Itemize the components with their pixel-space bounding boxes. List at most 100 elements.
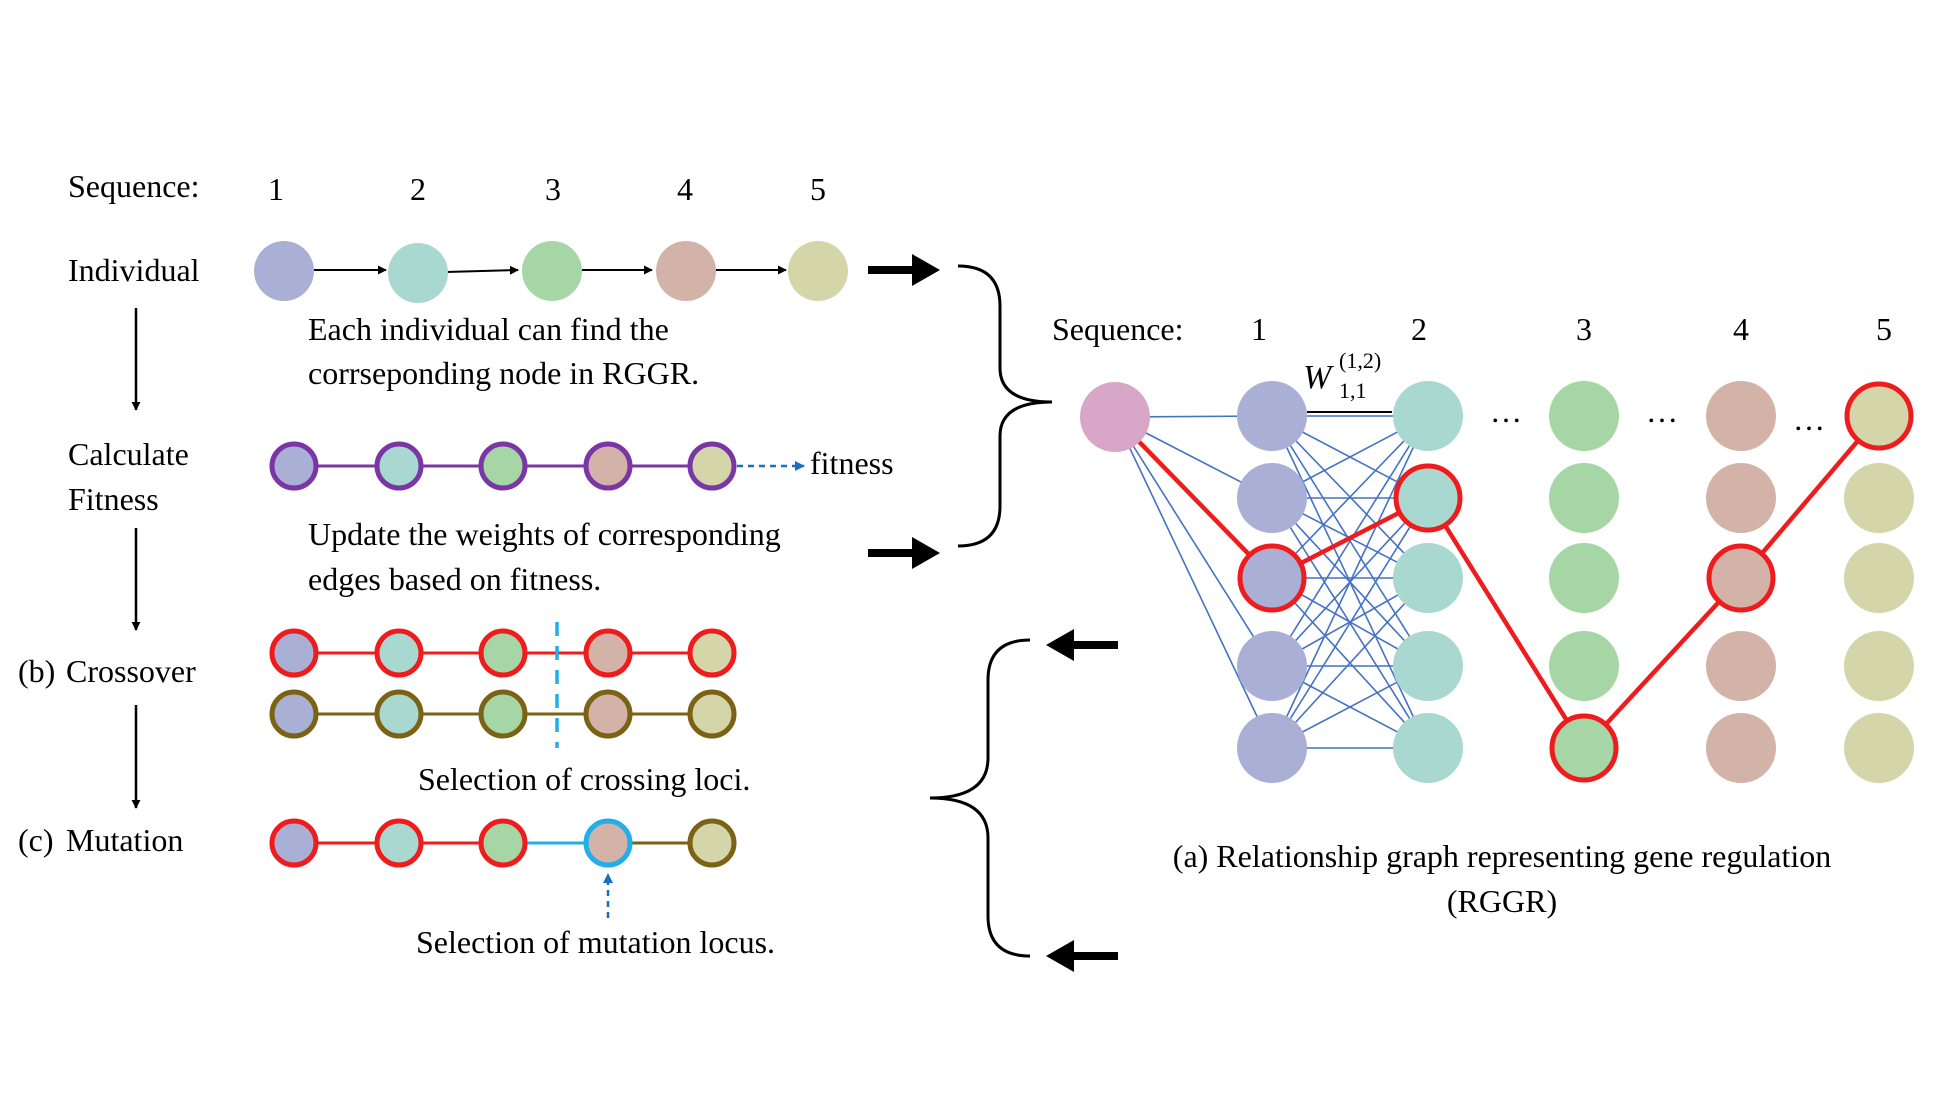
edge-c1-r4-to-c2-r1	[1271, 415, 1429, 667]
path-segment-3	[1426, 496, 1586, 750]
graph-seq-number-2: 2	[1411, 311, 1427, 347]
mutation-label: Mutation	[66, 822, 183, 858]
individual-chain	[254, 241, 848, 303]
crossover-a-node-3	[478, 628, 528, 678]
crossover-a-node-2	[374, 628, 424, 678]
graph-node-c3-r5-selected	[1549, 713, 1619, 783]
graph-node-c4-r3-selected	[1706, 543, 1776, 613]
graph-seq-number-5: 5	[1876, 311, 1892, 347]
graph-source-node	[1080, 382, 1150, 452]
graph-node-c2-r2-selected	[1393, 463, 1463, 533]
individual-caption-line-2: corrseponding node in RGGR.	[308, 355, 699, 391]
weight-subscript: 1,1	[1339, 378, 1367, 403]
edge-c1-r5-to-c2-r1	[1271, 415, 1429, 749]
mutation-node-2	[374, 818, 424, 868]
mutation-tag: (c)	[18, 822, 54, 858]
path-segment-4	[1582, 576, 1743, 750]
individual-label: Individual	[68, 252, 200, 288]
fitness-node-5	[687, 441, 737, 491]
crossover-b-node-1	[269, 689, 319, 739]
individual-node-4	[656, 241, 716, 301]
graph-node-c1-r3-selected	[1237, 543, 1307, 613]
crossover-a-node-5	[687, 628, 737, 678]
fitness-node-3	[478, 441, 528, 491]
graph-node-c4-r4	[1706, 631, 1776, 701]
mutation-node-5	[687, 818, 737, 868]
graph-node-c2-r4	[1393, 631, 1463, 701]
crossover-a-node-4	[583, 628, 633, 678]
crossover-label: Crossover	[66, 653, 196, 689]
graph-node-c4-r5	[1706, 713, 1776, 783]
fitness-node-2	[374, 441, 424, 491]
graph-seq-number-1: 1	[1251, 311, 1267, 347]
graph-seq-number-3: 3	[1576, 311, 1592, 347]
crossover-tag: (b)	[18, 653, 55, 689]
weight-symbol: W	[1303, 359, 1334, 396]
crossover-b-node-3	[478, 689, 528, 739]
individual-node-2	[388, 243, 448, 303]
mutation-chain	[269, 818, 737, 918]
crossover-b-node-2	[374, 689, 424, 739]
block-arrow-right-bottom	[868, 537, 940, 569]
graph-node-c1-r4	[1237, 631, 1307, 701]
mutation-caption: Selection of mutation locus.	[416, 924, 775, 960]
left-seq-number-1: 1	[268, 171, 284, 207]
left-seq-number-3: 3	[545, 171, 561, 207]
graph-nodes	[1080, 381, 1914, 783]
graph-node-c2-r3	[1393, 543, 1463, 613]
left-seq-number-4: 4	[677, 171, 693, 207]
block-arrow-right-top	[868, 254, 940, 286]
graph-node-c3-r4	[1549, 631, 1619, 701]
fitness-chain	[269, 441, 805, 491]
edge-source-to-c1-r4	[1114, 416, 1273, 667]
graph-node-c1-r2	[1237, 463, 1307, 533]
ellipsis-3-4: …	[1646, 393, 1678, 429]
mutation-node-1	[269, 818, 319, 868]
graph-node-c1-r5	[1237, 713, 1307, 783]
individual-caption-line-1: Each individual can find the	[308, 311, 669, 347]
graph-node-c5-r4	[1844, 631, 1914, 701]
edge-c1-r3-to-c2-r1	[1271, 415, 1429, 579]
graph-node-c3-r2	[1549, 463, 1619, 533]
block-arrow-left-top	[1046, 629, 1118, 661]
graph-caption-line-2: (RGGR)	[1447, 883, 1557, 919]
crossover-b-node-5	[687, 689, 737, 739]
graph-caption-line-1: (a) Relationship graph representing gene…	[1173, 838, 1831, 874]
path-segment-1	[1113, 415, 1274, 580]
crossover-chains	[269, 622, 737, 748]
graph-node-c2-r5	[1393, 713, 1463, 783]
fitness-label-line-2: Fitness	[68, 481, 159, 517]
individual-node-5	[788, 241, 848, 301]
graph-node-c3-r1	[1549, 381, 1619, 451]
left-seq-number-5: 5	[810, 171, 826, 207]
path-segment-5	[1739, 414, 1881, 580]
fitness-node-4	[583, 441, 633, 491]
edge-source-to-c1-r5	[1114, 416, 1273, 749]
graph-node-c4-r2	[1706, 463, 1776, 533]
edge-c1-r5-to-c2-r2	[1271, 497, 1429, 749]
left-seq-number-2: 2	[410, 171, 426, 207]
left-sequence-label: Sequence:	[68, 168, 200, 204]
brace-right-pointing	[957, 264, 1053, 548]
ellipsis-2-3: …	[1490, 393, 1522, 429]
individual-node-3	[522, 241, 582, 301]
ellipsis-4-5: …	[1793, 401, 1825, 437]
fitness-caption-line-1: Update the weights of corresponding	[308, 516, 781, 552]
mutation-node-4-mutated	[583, 818, 633, 868]
weight-label: W (1,2) 1,1	[1303, 348, 1381, 403]
graph-node-c5-r2	[1844, 463, 1914, 533]
fitness-node-1	[269, 441, 319, 491]
graph-node-c4-r1	[1706, 381, 1776, 451]
graph-node-c5-r1-selected	[1844, 381, 1914, 451]
brace-left-pointing	[929, 638, 1031, 958]
crossover-b-node-4	[583, 689, 633, 739]
graph-node-c5-r3	[1844, 543, 1914, 613]
mutation-node-3	[478, 818, 528, 868]
fitness-label-line-1: Calculate	[68, 436, 189, 472]
crossover-caption: Selection of crossing loci.	[418, 761, 750, 797]
weight-superscript: (1,2)	[1339, 348, 1381, 373]
graph-node-c2-r1	[1393, 381, 1463, 451]
individual-link-2	[445, 265, 519, 275]
